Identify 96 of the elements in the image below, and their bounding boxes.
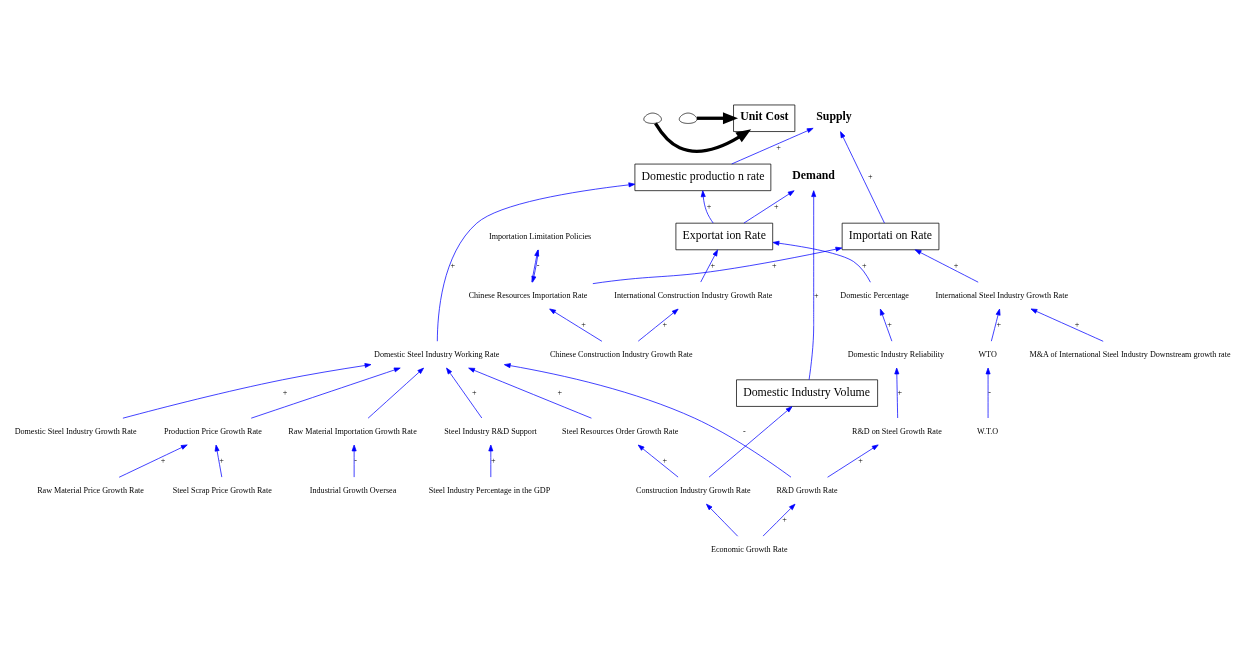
arrow bbox=[840, 130, 885, 223]
node-text: Industrial Growth Oversea bbox=[309, 485, 397, 495]
node-text: International Steel Industry Growth Rate bbox=[935, 290, 1069, 300]
edge-label: + bbox=[557, 387, 563, 397]
node-text: W.T.O bbox=[976, 426, 999, 436]
arrow bbox=[1030, 308, 1104, 342]
edge-label: + bbox=[953, 260, 959, 270]
node-text: International Construction Industry Growth Rate bbox=[614, 290, 773, 300]
node-text: Raw Material Importation Growth Rate bbox=[288, 426, 417, 436]
arrow bbox=[367, 367, 424, 419]
node-text: Construction Industry Growth Rate bbox=[636, 485, 751, 495]
arrow bbox=[706, 503, 739, 537]
edge-label: - bbox=[988, 387, 991, 397]
edge-label: + bbox=[776, 142, 781, 152]
arrow bbox=[708, 405, 793, 477]
edge-label: + bbox=[862, 260, 867, 270]
arrow bbox=[351, 444, 357, 477]
node-text: Demand bbox=[792, 167, 835, 182]
node-text: Steel Industry R&D Support bbox=[444, 426, 537, 436]
node-text: Chinese Construction Industry Growth Rate bbox=[549, 349, 693, 359]
arrow bbox=[808, 189, 817, 380]
edge-label: - bbox=[742, 426, 746, 436]
node-text: Steel Industry Percentage in the GDP bbox=[428, 485, 551, 495]
edge-label: + bbox=[867, 171, 873, 181]
arrow bbox=[991, 308, 1001, 342]
arrow bbox=[700, 249, 718, 282]
arrow bbox=[637, 444, 679, 477]
edge-label: + bbox=[887, 319, 892, 329]
edge-label: + bbox=[897, 387, 903, 397]
edge-label: + bbox=[491, 455, 496, 465]
arrow bbox=[697, 111, 739, 124]
arrow bbox=[827, 444, 879, 478]
edge-label: + bbox=[814, 290, 819, 300]
edge-label: + bbox=[219, 455, 224, 465]
node-text: Production Price Growth Rate bbox=[163, 426, 262, 436]
node-text: Domestic Steel Industry Working Rate bbox=[374, 349, 500, 359]
arrow bbox=[504, 362, 792, 478]
node-text: Domestic Percentage bbox=[840, 290, 909, 300]
arrow bbox=[880, 308, 893, 342]
edge-label: - bbox=[354, 455, 357, 465]
node-text: Steel Resources Order Growth Rate bbox=[562, 426, 679, 436]
arrow bbox=[214, 444, 223, 477]
edge-label: - bbox=[536, 260, 540, 270]
arrow bbox=[446, 367, 483, 418]
edge-label: + bbox=[282, 387, 288, 397]
node-cloud bbox=[643, 112, 662, 124]
node-text: Raw Material Price Growth Rate bbox=[37, 485, 144, 495]
node-box: Domestic Industry Volume bbox=[736, 378, 878, 407]
node-text: M&A of International Steel Industry Downstream growth rate bbox=[1029, 349, 1231, 359]
node-text: WTO bbox=[978, 349, 997, 359]
edge-label: + bbox=[771, 260, 777, 270]
arrow bbox=[549, 308, 603, 342]
node-box: Exportat ion Rate bbox=[675, 222, 774, 250]
arrow bbox=[894, 367, 900, 418]
arrow bbox=[985, 367, 991, 418]
edge-label: + bbox=[996, 319, 1002, 329]
node-box: Domestic productio n rate bbox=[634, 163, 772, 191]
arrow bbox=[436, 181, 636, 342]
arrow bbox=[731, 127, 814, 164]
edge-label: + bbox=[160, 455, 166, 465]
edge-label: + bbox=[662, 319, 668, 329]
arrow bbox=[762, 503, 796, 537]
arrow bbox=[654, 122, 752, 153]
arrow bbox=[637, 308, 679, 342]
arrow bbox=[488, 444, 494, 477]
node-text: Chinese Resources Importation Rate bbox=[468, 290, 588, 300]
arrow bbox=[772, 240, 871, 283]
arrow bbox=[700, 189, 714, 223]
node-text: Supply bbox=[816, 108, 852, 123]
node-text: Economic Growth Rate bbox=[711, 544, 788, 554]
node-cloud bbox=[678, 112, 698, 124]
node-text: Steel Scrap Price Growth Rate bbox=[172, 485, 272, 495]
arrow bbox=[914, 248, 979, 283]
arrow bbox=[250, 367, 401, 419]
edge-label: + bbox=[710, 260, 716, 270]
edge-label: + bbox=[450, 260, 456, 270]
arrow bbox=[468, 367, 592, 419]
node-text: Importation Limitation Policies bbox=[488, 231, 592, 241]
edge-label: + bbox=[706, 201, 712, 211]
node-box: Unit Cost bbox=[733, 104, 796, 132]
node-text: Domestic Steel Industry Growth Rate bbox=[14, 426, 137, 436]
node-text: R&D Growth Rate bbox=[776, 485, 838, 495]
arrow bbox=[122, 362, 372, 419]
node-box: Importati on Rate bbox=[841, 222, 940, 250]
arrow bbox=[118, 444, 188, 478]
edge-label: + bbox=[581, 319, 586, 329]
edge-label: + bbox=[471, 387, 477, 397]
arrow bbox=[743, 189, 795, 223]
edge-label: + bbox=[1074, 319, 1080, 329]
edge-label: + bbox=[774, 201, 779, 211]
edge-label: + bbox=[858, 455, 863, 465]
edge-label: + bbox=[782, 514, 787, 524]
node-text: R&D on Steel Growth Rate bbox=[852, 426, 942, 436]
edge-label: + bbox=[662, 455, 668, 465]
arrow bbox=[592, 246, 843, 284]
node-text: Domestic Industry Reliability bbox=[847, 349, 945, 359]
